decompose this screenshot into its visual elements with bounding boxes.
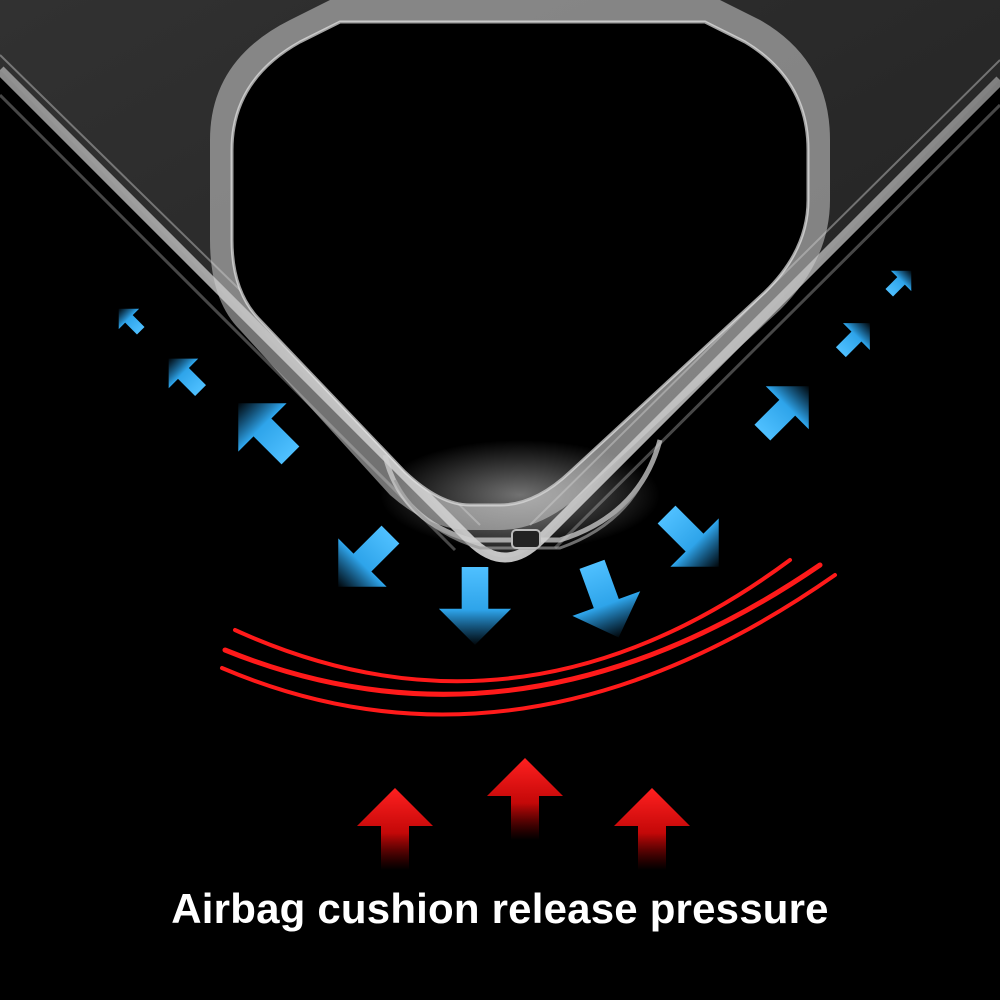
camera-cutout — [210, 0, 830, 530]
red-up-arrow-icon — [614, 788, 690, 870]
blue-down-arrow-icon — [314, 510, 415, 611]
blue-diagonal-arrow-icon — [108, 298, 151, 341]
caption-text: Airbag cushion release pressure — [171, 885, 829, 932]
shockwave-lines — [220, 558, 837, 717]
blue-diagonal-arrow-icon — [153, 343, 216, 406]
blue-diagonal-arrow-icon — [740, 364, 831, 455]
blue-down-arrow-icon — [438, 567, 512, 645]
pressure-arrows — [357, 758, 690, 870]
blue-diagonal-arrow-icon — [827, 309, 884, 366]
red-up-arrow-icon — [357, 788, 433, 870]
phone-case — [0, 0, 1000, 563]
blue-diagonal-arrow-icon — [879, 260, 922, 303]
blue-down-arrow-icon — [558, 551, 653, 650]
airbag-bumper — [380, 439, 663, 550]
red-up-arrow-icon — [487, 758, 563, 840]
